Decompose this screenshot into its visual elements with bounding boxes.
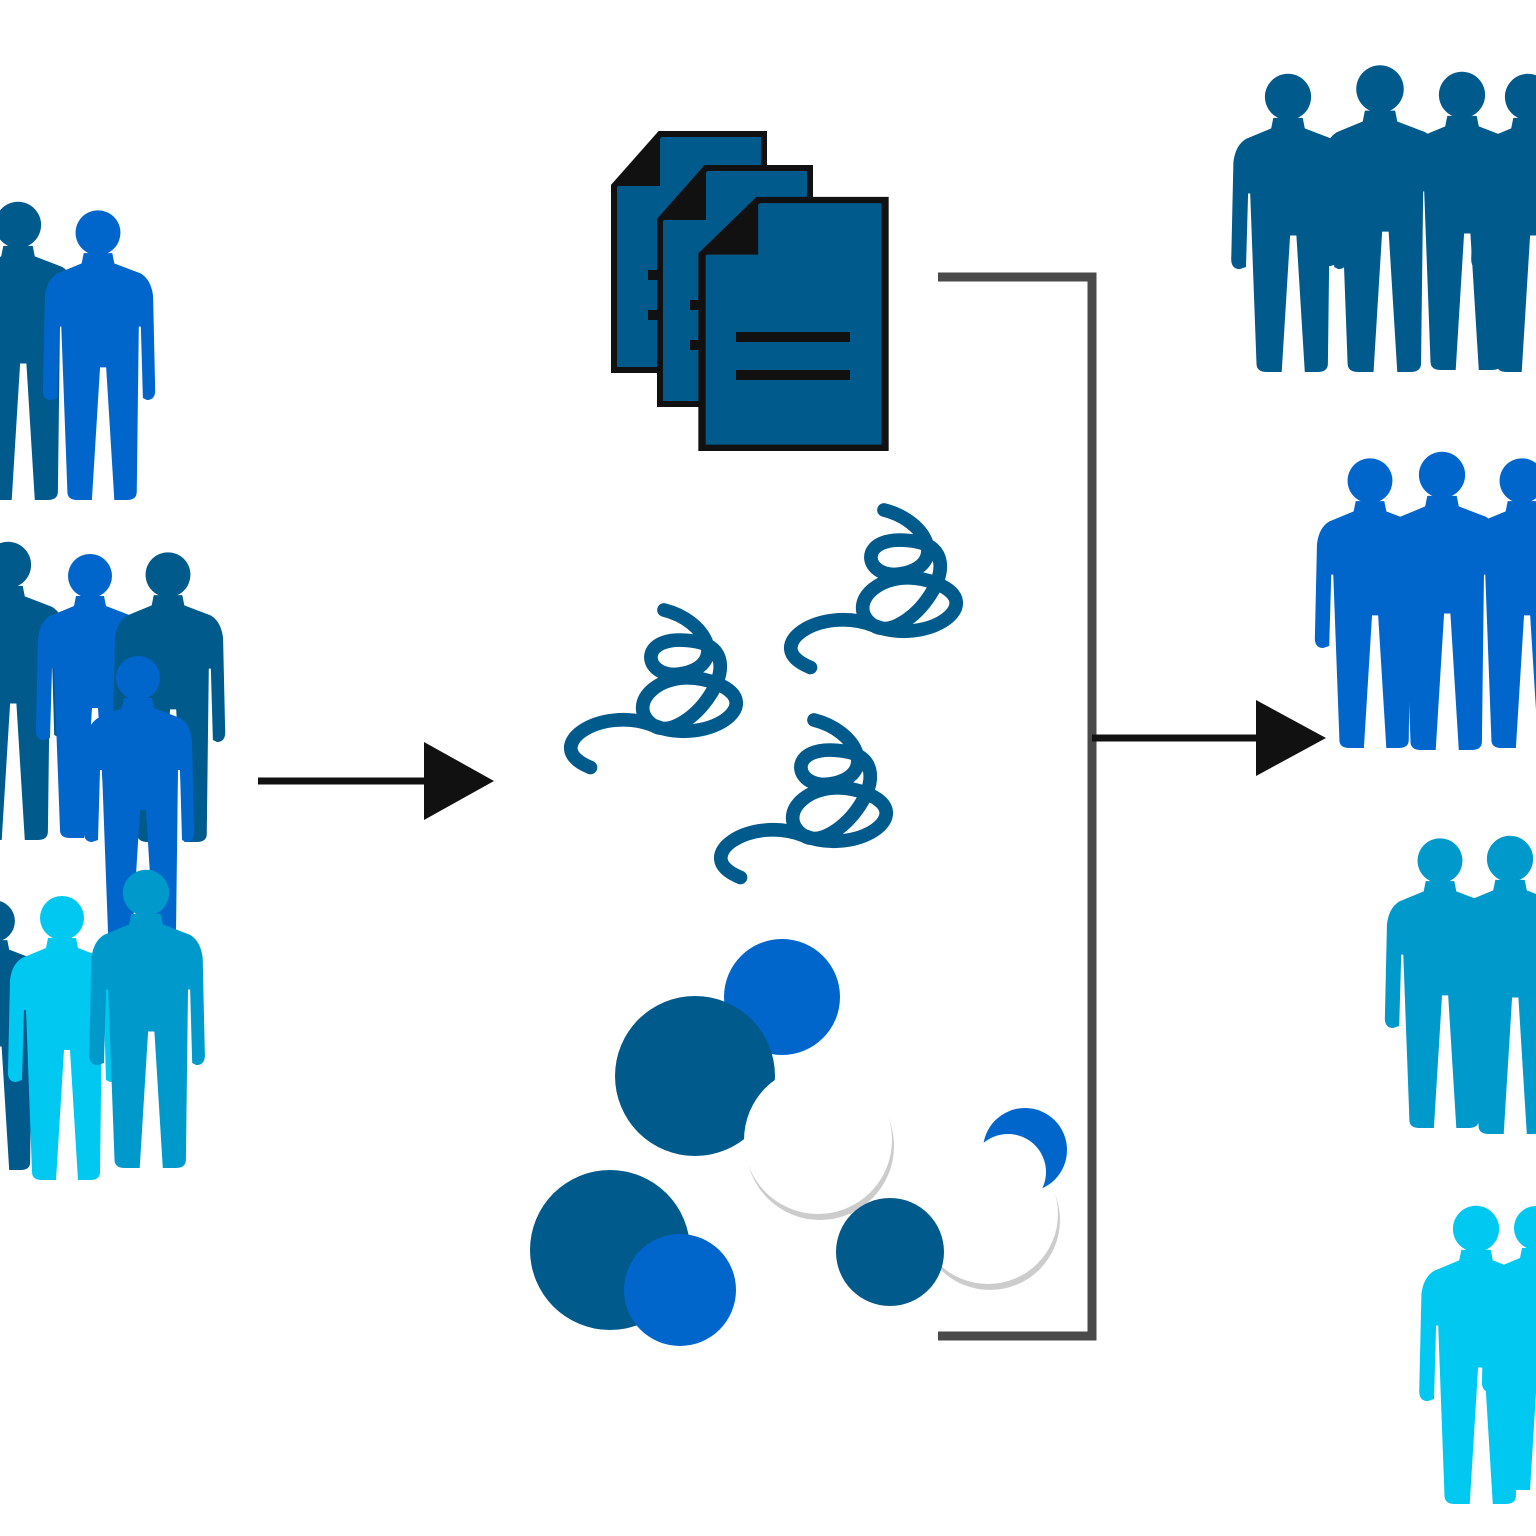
right-population [1231,65,1536,1504]
documents-icon [614,134,885,448]
left-population [0,201,226,1180]
arrow-right-icon [1092,700,1326,776]
bracket [938,272,1097,1341]
arrow-right-icon [258,742,494,820]
person-icon [42,210,156,500]
beads-icon [530,939,1067,1346]
fibers-icon [571,510,956,878]
